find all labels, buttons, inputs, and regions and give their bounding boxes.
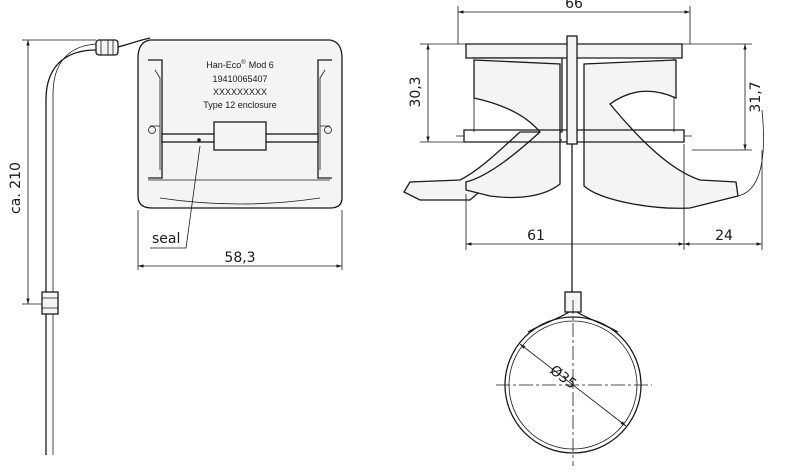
dim-height-right: 31,7 [748,81,764,112]
side-view: Ø35 66 30,3 31,7 61 24 [403,0,764,466]
cable-wire [45,49,97,455]
seal-clip [213,121,267,151]
dim-line-ring [519,343,627,427]
seal-leader [150,145,201,249]
cable-crimp-top [95,39,119,56]
latch-right [317,59,332,179]
handle-left [465,59,561,199]
label-part-number: 19410065407 [212,74,267,84]
handle-right [583,59,739,209]
label-serial: XXXXXXXXX [213,87,267,97]
label-enclosure: Type 12 enclosure [203,100,277,110]
cable-sleeve [41,291,59,315]
seal-label: seal [152,231,180,247]
dim-width: 58,3 [224,250,255,266]
label-title: Han-Eco®Mod 6 [206,59,273,70]
dim-height-left: 30,3 [408,76,424,107]
front-view: Han-Eco®Mod 6 19410065407 XXXXXXXXX Type… [8,37,343,455]
dim-ring-diameter: Ø35 [547,362,580,392]
dim-overall-width: 66 [565,0,583,12]
latch-left [148,59,163,179]
centre-post [566,35,578,145]
dim-cable-length: ca. 210 [8,162,24,214]
dim-handle: 24 [715,228,733,244]
dim-base: 61 [527,228,545,244]
